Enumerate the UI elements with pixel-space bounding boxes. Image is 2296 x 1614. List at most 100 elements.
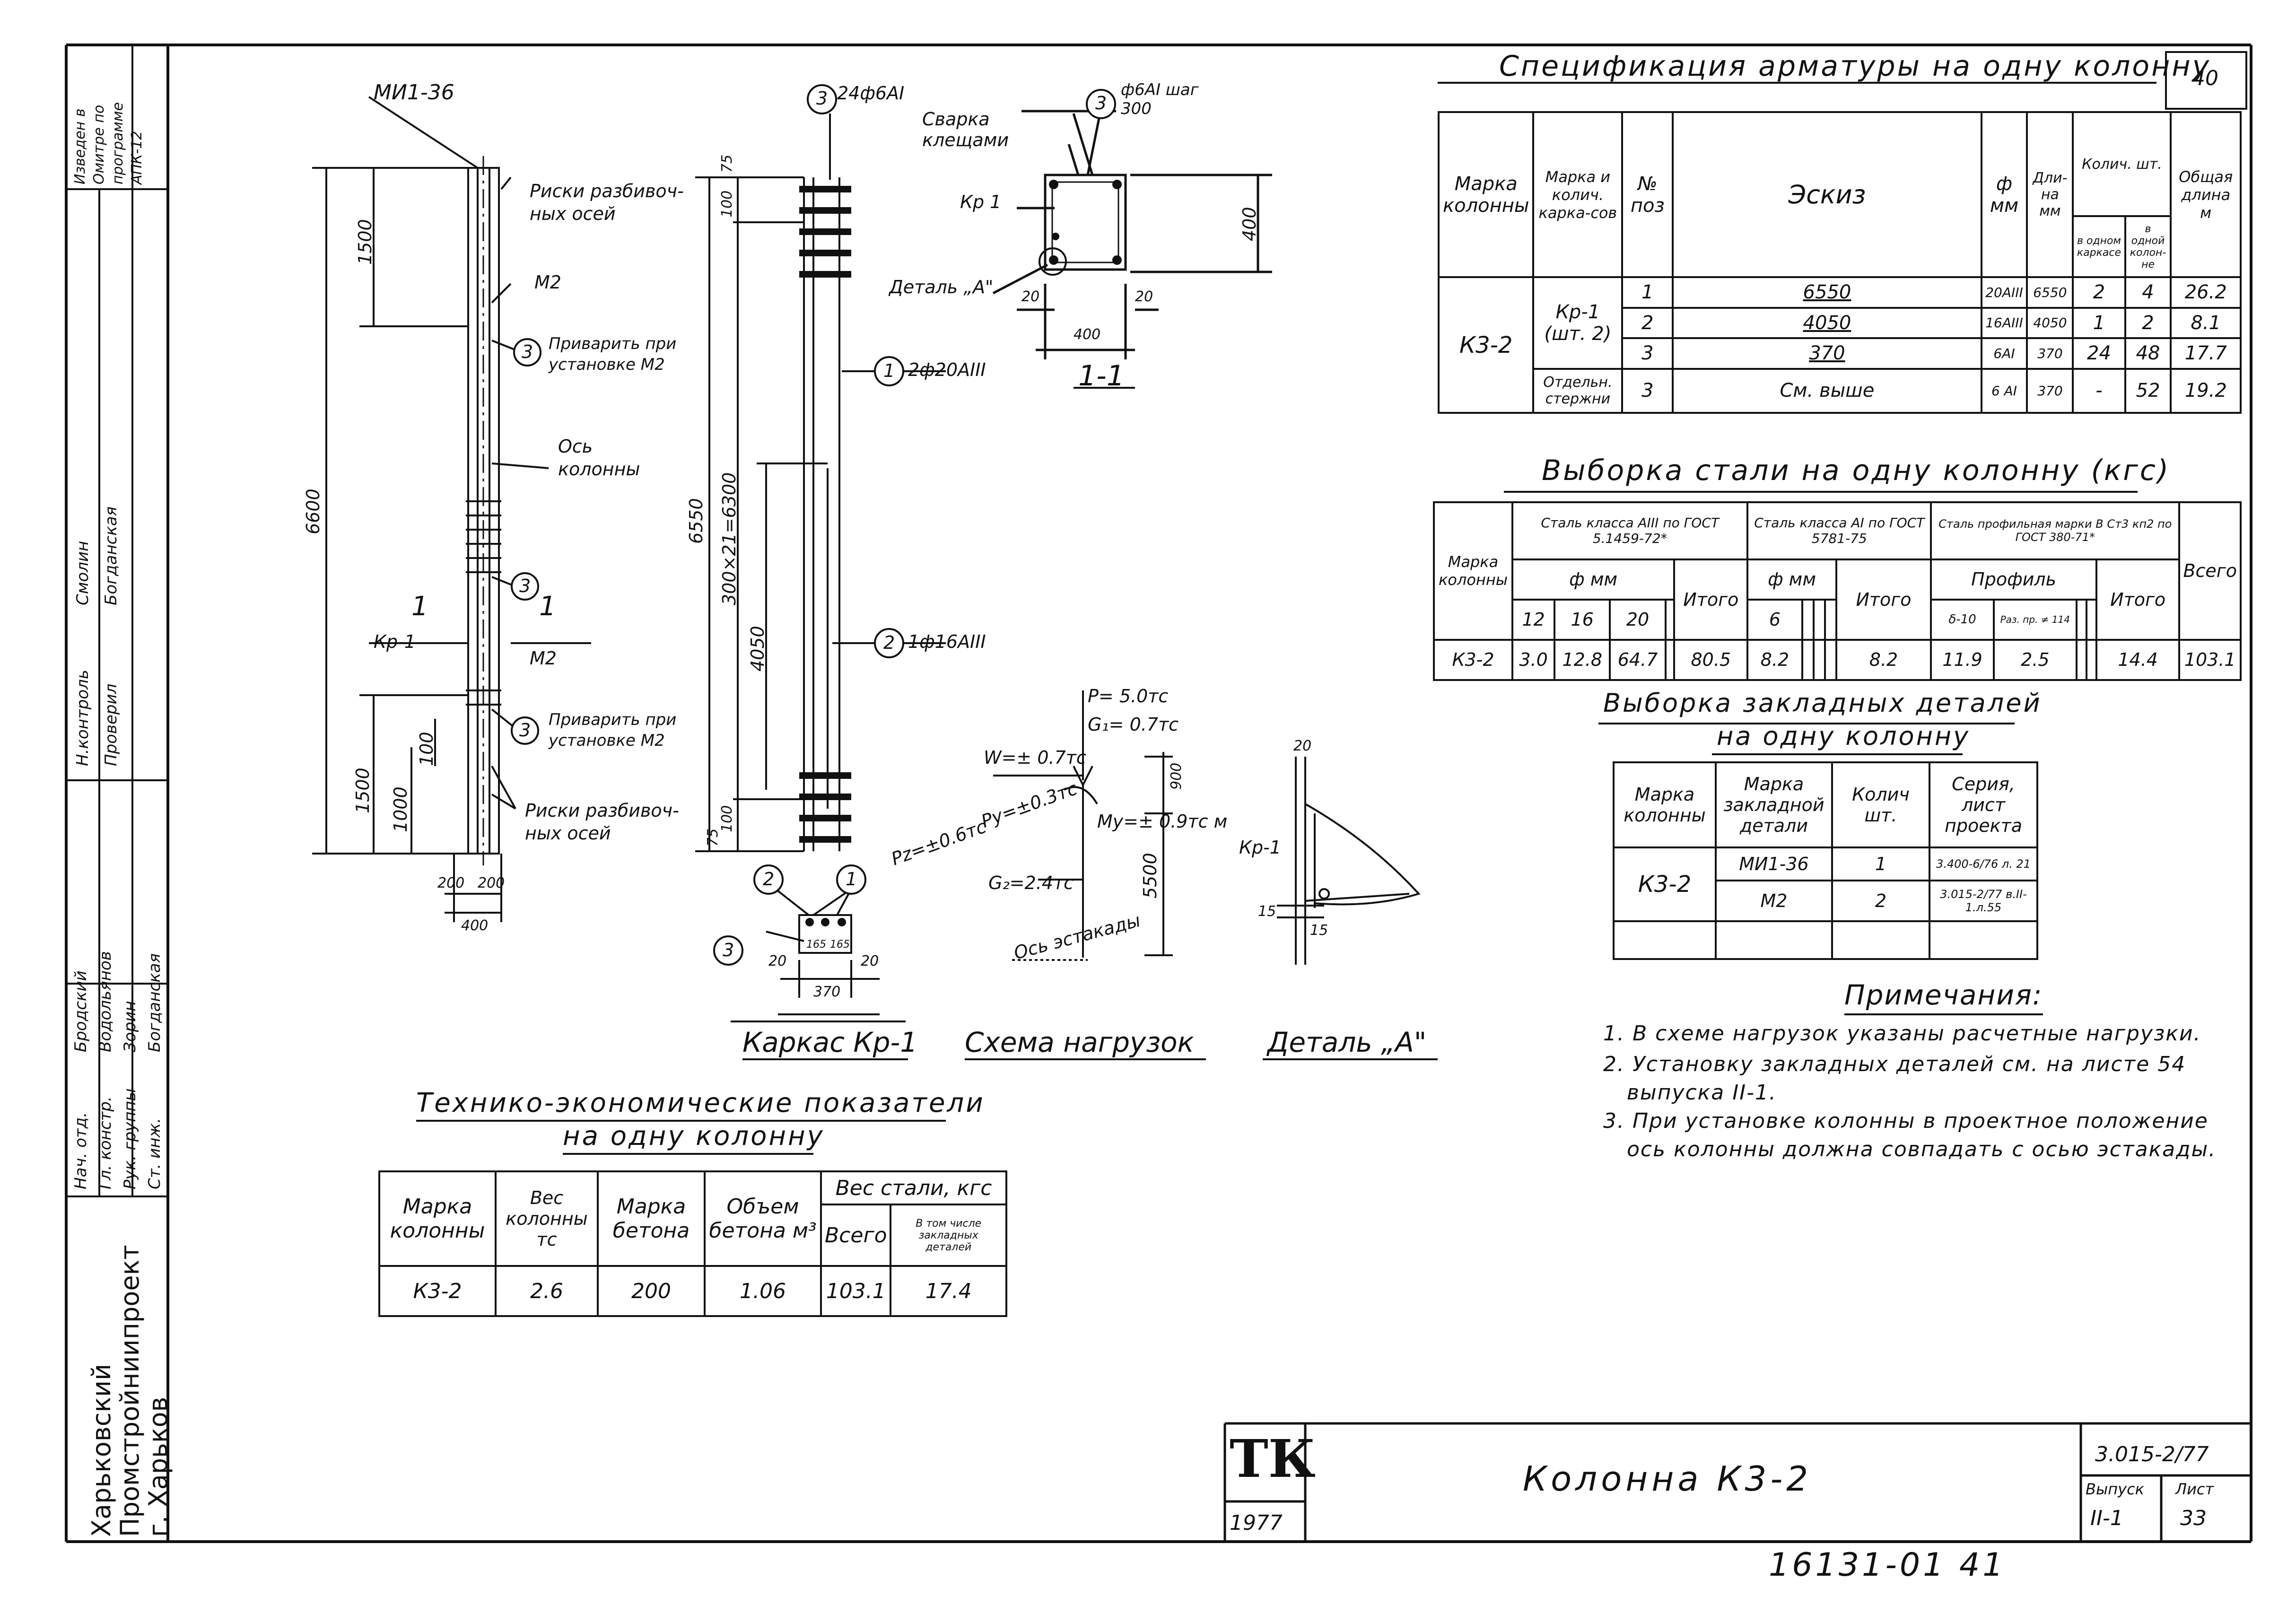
frame-dim-75b: 75 [705,828,721,846]
col-top-label: МИ1-36 [374,80,454,105]
check-name-2: Богданская [102,506,121,605]
frame-dim-370: 370 [813,984,841,1000]
steel-cell [1801,638,1815,681]
steel-h-sum2: Итого [1835,558,1932,641]
spec-len: 370 [2026,367,2074,414]
frame-dim-20a: 20 [768,953,787,969]
steel-sub: 6 [1746,598,1803,641]
spec-total: 8.1 [2170,306,2242,340]
frame-dim-100a: 100 [719,190,735,218]
steel-sub: δ-10 [1930,598,1995,641]
emb-mark: М2 [1715,879,1833,923]
col-dim-100: 100 [416,732,437,766]
spec-h-total: Общая длина м [2170,111,2242,279]
frame-dim-165a: 165 [806,939,826,951]
frame-dim-4050: 4050 [747,626,768,672]
title-year: 1977 [1230,1511,1283,1535]
spec-qf: 1 [2072,306,2126,340]
steel-sub [2075,598,2087,641]
notes-title: Примечания: [1844,979,2043,1011]
spec-qf: 24 [2072,337,2126,370]
load-g1: G₁= 0.7тс [1088,714,1179,735]
col-bubble-3a: 3 [522,341,533,362]
steel-cell: 8.2 [1835,638,1932,681]
steel-sub [1812,598,1826,641]
col-dim-1500-bot: 1500 [352,768,373,813]
emb-h-mark: Марка закладной детали [1715,761,1833,848]
check-row-2: Проверил Богданская [97,463,125,766]
steel-cell: 14.4 [2095,638,2181,681]
role-4: Ст. инж. [145,1118,164,1189]
spec-dia: 20АIII [1980,276,2028,309]
col-dim-1000: 1000 [390,786,411,832]
frame-dim-100b: 100 [719,805,735,832]
spec-len: 4050 [2026,306,2074,340]
tech-table: Марка колонны Вес колонны тс Марка бетон… [378,1170,1007,1317]
tech-h-col: Марка колонны [378,1170,497,1267]
frame-bubble-3b: 3 [723,940,734,960]
frame-rebar-1: 2ф20АIII [908,359,986,380]
check-role-2: Проверил [102,683,121,766]
spec-sketch: См. выше [1672,367,1982,414]
spec-h-col: Марка колонны [1437,111,1535,279]
frame-bubble-1b: 1 [846,869,857,890]
section-dim-400h: 400 [1074,326,1101,343]
steel-cell: 11.9 [1930,638,1995,681]
steel-h-total: Всего [2178,501,2242,641]
steel-sub: 20 [1609,598,1667,641]
steel-sub [1824,598,1837,641]
section-dim-20a: 20 [1021,288,1040,305]
steel-sub: Раз. пр. ≠ 114 [1992,598,2078,641]
section-dim-400v: 400 [1239,207,1260,241]
frame-bubble-1: 1 [883,360,895,381]
spec-h-sketch: Эскиз [1672,111,1982,279]
col-bubble-3c: 3 [519,720,531,741]
steel-h-dia2: ф мм [1746,558,1837,601]
name-4: Богданская [145,953,164,1052]
check-row-1: Н.контроль Смолин [69,463,97,766]
steel-cell [2075,638,2087,681]
name-1: Бродский [71,970,90,1052]
side-role-row-3: Рук. группы Зорин [118,910,142,1189]
spec-row: К3-2 Кр-1 (шт. 2) 1 6550 20АIII 6550 2 4… [1437,276,2242,414]
spec-title: Спецификация арматуры на одну колонну [1499,50,2211,83]
tech-h-total: Всего [820,1204,892,1267]
col-dim-1500-top: 1500 [355,219,375,265]
frame-bubble-2: 2 [883,632,895,653]
steel-h-profile: Профиль [1930,558,2097,601]
side-roles: Нач. отд. Бродский Гл. констр. Водольяно… [69,910,167,1189]
steel-sub: 12 [1511,598,1556,641]
title-logo: ТК [1230,1428,1316,1489]
role-1: Нач. отд. [71,1112,90,1189]
steel-h-mark: Марка колонны [1433,501,1513,641]
col-dim-200b: 200 [478,875,505,891]
spec-pos: 3 [1621,367,1674,414]
steel-sub: 16 [1554,598,1611,641]
steel-unit-row: ф мм Итого ф мм Итого Профиль Итого [1434,558,2241,641]
section-detail: Деталь „А" [889,277,994,297]
tech-cell: К3-2 [378,1265,497,1317]
side-checks: Н.контроль Смолин Проверил Богданская [69,463,125,766]
spec-qc: 2 [2124,306,2172,340]
note-3: 3. При установке колонны в проектное пол… [1603,1109,2209,1133]
title-sheet: 33 [2180,1506,2207,1530]
check-name-1: Смолин [73,541,92,605]
steel-h-sum1: Итого [1673,558,1749,641]
section-kr1: Кр 1 [960,192,1002,212]
sheet-corner-number: 40 [2192,66,2218,90]
note-1: 1. В схеме нагрузок указаны расчетные на… [1603,1021,2201,1046]
title-sheet-label: Лист [2175,1480,2214,1498]
side-top-note: Изведен в Омитре по программе АПК-12 [71,47,147,184]
steel-cell: 80.5 [1673,638,1749,681]
spec-pos: 1 [1621,276,1674,309]
spec-dia: 6АI [1980,337,2028,370]
emb-h-series: Серия, лист проекта [1929,761,2038,848]
embedded-title-1: Выборка закладных деталей [1603,688,2042,718]
title-series: 3.015-2/77 [2095,1442,2209,1466]
steel-cell: 103.1 [2178,638,2242,681]
side-org: Харьковский Промстройниипроект г. Харько… [87,1245,173,1537]
frame-dim-300x21: 300×21=6300 [719,472,740,605]
org-line-1: Харьковский [87,1363,116,1537]
section-rebar: ф6АI шаг 300 [1121,80,1199,118]
embedded-table: Марка колонны Марка закладной детали Кол… [1613,761,2038,960]
